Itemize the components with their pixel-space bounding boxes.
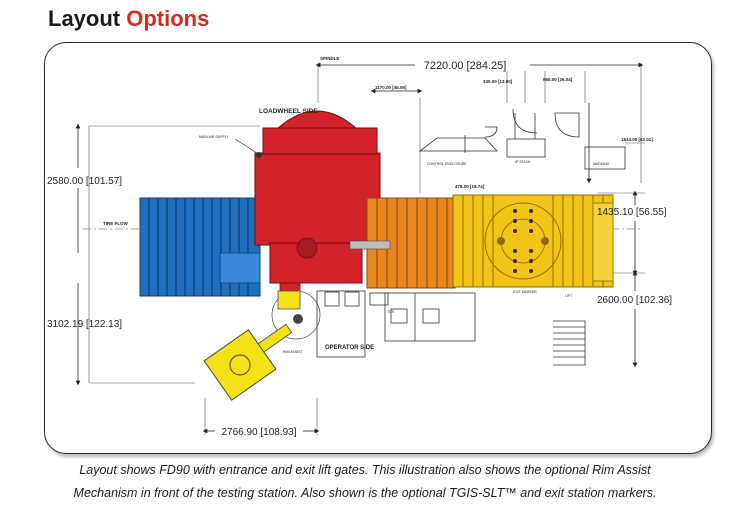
label-tire-flow: TIRE FLOW bbox=[103, 221, 128, 226]
rim-assist-mechanism bbox=[203, 290, 321, 401]
label-loadwheel-side: LOADWHEEL SIDE bbox=[259, 108, 318, 115]
dim-1170: 1170.00 [46.06] bbox=[375, 85, 407, 90]
dimension-arrows bbox=[75, 62, 644, 434]
air-supply-marker bbox=[256, 152, 262, 158]
enclosures bbox=[316, 108, 626, 366]
layout-diagram-panel: 7220.00 [284.25] 2580.00 [101.57] 3102.1… bbox=[44, 42, 712, 454]
label-station: TGS bbox=[387, 310, 395, 314]
dim-1544: 1544.00 [62.01] bbox=[621, 137, 653, 142]
layout-diagram: 7220.00 [284.25] 2580.00 [101.57] 3102.1… bbox=[47, 56, 672, 438]
dim-height-lower: 3102.19 [122.13] bbox=[47, 319, 122, 330]
dim-478: 478.00 [18.74] bbox=[455, 184, 485, 189]
label-rim-assist: RIM ASSIST bbox=[283, 350, 304, 354]
title-prefix: Layout bbox=[48, 6, 121, 31]
dim-660: 660.00 [26.04] bbox=[543, 77, 573, 82]
dim-bottom-width: 2766.90 [108.93] bbox=[221, 427, 296, 438]
dim-right-lower: 2600.00 [102.36] bbox=[597, 295, 672, 306]
title-accent: Options bbox=[126, 6, 210, 31]
label-main-air: MAIN AIR SUPPLY bbox=[199, 135, 230, 139]
label-control-enclosure: CONTROL ENCLOSURE bbox=[427, 162, 467, 166]
caption-line-1: Layout shows FD90 with entrance and exit… bbox=[79, 463, 651, 477]
page-title: Layout Options bbox=[48, 6, 209, 32]
test-station bbox=[349, 197, 456, 289]
dim-330: 330.00 [13.00] bbox=[483, 79, 513, 84]
caption-line-2: Mechanism in front of the testing statio… bbox=[73, 486, 657, 500]
dim-height-top: 2580.00 [101.57] bbox=[47, 176, 122, 187]
label-ip-stack: IP STACK bbox=[515, 160, 531, 164]
label-spindle: SPINDLE bbox=[320, 56, 340, 61]
entrance-conveyor bbox=[139, 197, 261, 297]
guide-lines bbox=[88, 63, 645, 435]
label-operator-side: OPERATOR SIDE bbox=[325, 345, 374, 351]
label-marking: MARKING bbox=[593, 162, 610, 166]
label-exit-marker: EXIT MARKER bbox=[513, 290, 537, 294]
dim-overall-width: 7220.00 [284.25] bbox=[424, 60, 507, 72]
dim-right-upper: 1435.10 [56.55] bbox=[597, 207, 667, 218]
exit-conveyor bbox=[452, 194, 614, 288]
label-lift: LIFT bbox=[565, 294, 573, 298]
loadwheel-assembly bbox=[254, 110, 381, 304]
